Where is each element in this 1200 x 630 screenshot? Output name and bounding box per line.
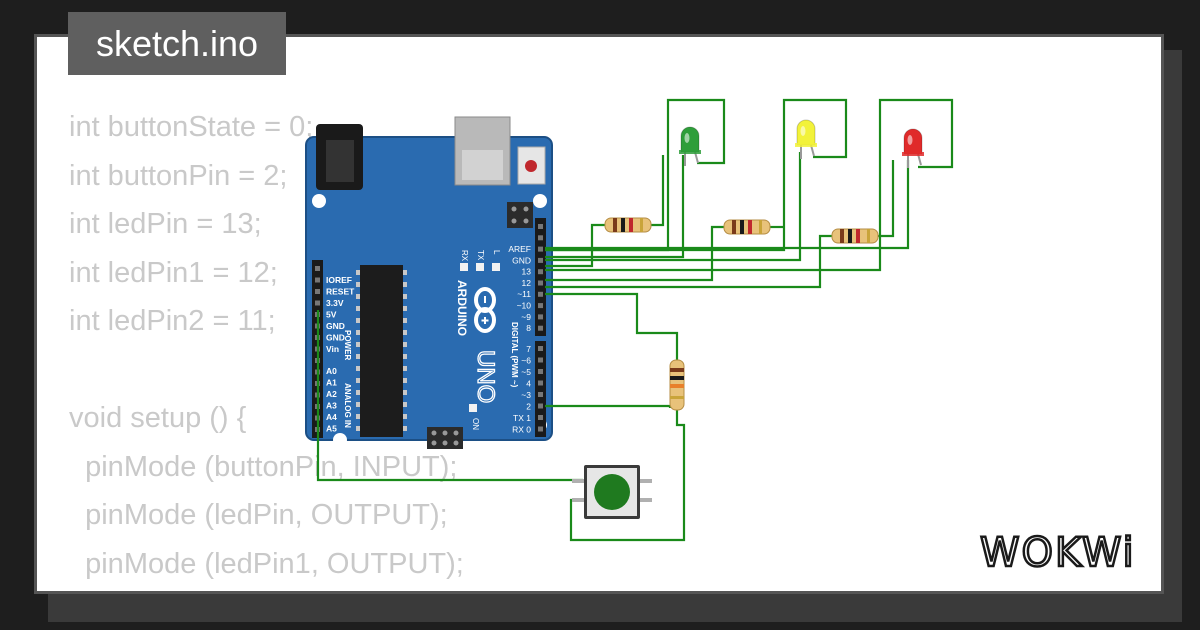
digital-pin-label: GND — [512, 255, 531, 265]
wire-pin13-resistor[interactable] — [545, 223, 605, 268]
digital-pin-label: ~3 — [521, 390, 531, 400]
file-tab[interactable]: sketch.ino — [68, 12, 286, 75]
wire-resistor-red — [878, 160, 895, 238]
code-line: int ledPin2 = 11; — [69, 305, 276, 337]
wire-pin12-resistor[interactable] — [545, 225, 724, 282]
wire-red-led-anode[interactable] — [545, 160, 910, 250]
mounting-hole — [333, 433, 347, 447]
wokwi-logo-text: WOKWi — [980, 530, 1136, 574]
arduino-logo-icon — [474, 287, 496, 333]
wire-gnd-pulldown[interactable] — [545, 292, 679, 360]
wire-red-led-cathode[interactable] — [545, 98, 954, 272]
wire-yellow-led-anode[interactable] — [545, 152, 802, 262]
code-line: int buttonPin = 2; — [69, 159, 288, 192]
resistor-pulldown[interactable] — [669, 359, 685, 411]
digital-pin-label: ~6 — [521, 356, 531, 366]
rx-led — [460, 263, 468, 271]
power-pin-label: IOREF — [326, 275, 352, 285]
digital-pin-label: ~11 — [517, 289, 531, 299]
analog-pin-label: A3 — [326, 401, 337, 411]
analog-pin-label: A4 — [326, 412, 337, 422]
icsp-header-bottom — [427, 427, 463, 449]
simulation-canvas[interactable]: int buttonState = 0; int buttonPin = 2; … — [34, 34, 1164, 594]
l-label: L — [492, 250, 501, 255]
wire-pin11-resistor[interactable] — [545, 234, 832, 289]
chip-pins — [356, 270, 407, 431]
analog-pin-label: A2 — [326, 389, 337, 399]
digital-pin-label: 13 — [522, 267, 532, 277]
analog-pin-label: A5 — [326, 424, 337, 434]
power-section-label: POWER — [343, 330, 352, 360]
wire-pin2-button[interactable] — [545, 404, 672, 408]
code-line: int ledPin = 13; — [69, 208, 262, 240]
resistor-r1[interactable] — [604, 217, 652, 233]
board-model: UNO — [472, 350, 499, 403]
digital-pin-label: ~5 — [521, 367, 531, 377]
pushbutton[interactable] — [572, 465, 652, 519]
wire-resistor-button[interactable] — [569, 410, 686, 542]
power-pin-label: GND — [326, 321, 345, 331]
digital-header-bottom — [535, 341, 546, 437]
microcontroller-chip — [360, 265, 403, 437]
tx-label: TX — [476, 250, 485, 261]
arduino-uno-board[interactable]: RX TX L ON ARDUINO UNO DIGITAL (PWM ~) P… — [305, 116, 553, 449]
code-line: pinMode (buttonPin, INPUT); — [69, 450, 458, 483]
code-line: pinMode (ledPin1, OUTPUT); — [69, 547, 464, 580]
power-pin-label: 3.3V — [326, 298, 344, 308]
digital-pin-label: RX 0 — [512, 425, 531, 435]
analog-pin-label: A1 — [326, 378, 337, 388]
digital-pin-label: AREF — [508, 244, 531, 254]
wire-5v-button[interactable] — [316, 310, 583, 482]
rx-label: RX — [460, 250, 469, 262]
resistor-r2[interactable] — [723, 219, 771, 235]
analog-section-label: ANALOG IN — [343, 383, 352, 428]
code-line: int buttonState = 0; — [69, 111, 314, 143]
digital-pin-label: 4 — [526, 379, 531, 389]
digital-pin-label: ~10 — [517, 301, 532, 311]
wires — [316, 98, 954, 542]
led-red[interactable] — [902, 128, 924, 168]
digital-pin-label: 12 — [522, 278, 532, 288]
mounting-hole — [312, 194, 326, 208]
led-yellow[interactable] — [795, 119, 817, 159]
digital-header-top — [535, 218, 546, 336]
mounting-hole — [533, 194, 547, 208]
digital-pin-label: 7 — [526, 344, 531, 354]
icsp-header — [507, 202, 533, 228]
power-pin-label: GND — [326, 333, 345, 343]
board-brand: ARDUINO — [455, 280, 469, 336]
l-led — [492, 263, 500, 271]
resistor-r3[interactable] — [831, 228, 879, 244]
tx-led — [476, 263, 484, 271]
power-pin-label: Vin — [326, 344, 339, 354]
wire-resistor-green — [651, 155, 665, 227]
code-preview: int buttonState = 0; int buttonPin = 2; … — [69, 103, 464, 591]
wokwi-logo: WOKWi — [979, 529, 1136, 574]
digital-pin-label: 8 — [526, 323, 531, 333]
on-label: ON — [471, 418, 480, 430]
power-pin-label: RESET — [326, 287, 355, 297]
on-led — [469, 404, 477, 412]
analog-pin-label: A0 — [326, 366, 337, 376]
digital-section-label: DIGITAL (PWM ~) — [510, 322, 519, 388]
pushbutton-cap[interactable] — [594, 474, 630, 510]
code-line: pinMode (ledPin, OUTPUT); — [69, 499, 448, 531]
power-pin-label: 5V — [326, 310, 337, 320]
digital-pin-label: 2 — [526, 402, 531, 412]
wire-yellow-led-cathode[interactable] — [545, 98, 848, 252]
led-green[interactable] — [679, 126, 701, 166]
file-tab-label: sketch.ino — [95, 22, 259, 64]
code-line: void setup () { — [69, 402, 247, 434]
digital-pin-label: ~9 — [521, 312, 531, 322]
code-line: int ledPin1 = 12; — [69, 256, 278, 289]
digital-pin-label: TX 1 — [513, 413, 531, 423]
